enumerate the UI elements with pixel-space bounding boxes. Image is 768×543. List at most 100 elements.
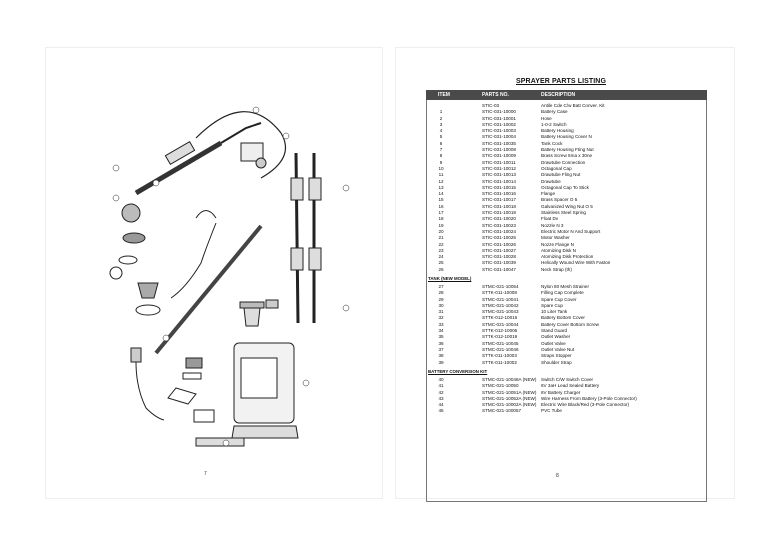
part-number-cell: STIC-031-10047 [482, 266, 516, 272]
description-cell: Nozzle N 3 [541, 222, 564, 228]
item-cell: 39 [438, 359, 444, 365]
battery-section-heading: BATTERY CONVERSION KIT [428, 369, 488, 374]
part-number-cell: STMC-021-10041 [482, 296, 519, 302]
description-cell: Brass Spacer O 5 [541, 197, 578, 203]
part-number-cell: STTK-011-10008 [482, 290, 517, 296]
part-number-cell: STIC-031-10024 [482, 228, 516, 234]
description-cell: Helically Wound Wire With Faston [541, 260, 611, 266]
part-number-cell: STMC-021-10050 [482, 383, 519, 389]
item-cell: 28 [438, 290, 444, 296]
description-cell: Wire Harness From Battery (3-Pole Connec… [541, 395, 637, 401]
description-cell: Battery Bottom Cover [541, 315, 585, 321]
table-row: 32 STTK-012-10016 Battery Bottom Cover [426, 315, 707, 321]
item-cell: 13 [438, 184, 444, 190]
item-cell: 29 [438, 296, 444, 302]
item-cell: 5 [439, 134, 443, 140]
item-cell: 37 [438, 346, 444, 352]
item-cell: 31 [438, 309, 444, 315]
item-cell: 36 [438, 340, 444, 346]
part-number-cell: STTK-012-10006 [482, 328, 518, 334]
description-cell: Galvanized Wing Nut O 5 [541, 203, 593, 209]
description-cell: Octagonal Cap [541, 165, 572, 171]
item-cell: 6 [439, 140, 443, 146]
description-cell: Stand Guard [541, 328, 568, 334]
description-cell: Battery Cover Bottom Screw [541, 321, 599, 327]
table-row: 23 STIC-031-10027 Atomizing Disk N [426, 248, 707, 254]
left-page-number: 7 [204, 471, 207, 477]
item-cell: 16 [438, 203, 444, 209]
item-cell: 17 [438, 210, 444, 216]
item-cell: 30 [438, 302, 444, 308]
item-cell: 12 [438, 178, 444, 184]
part-number-cell: STMC-021-100057 [482, 408, 522, 414]
description-cell: Atomizing Disk N [541, 247, 576, 253]
part-number-cell: STIC-031-10026 [482, 241, 516, 247]
part-number-cell: STIC-031-10020 [482, 216, 516, 222]
part-number-cell: STIC-031-10011 [482, 159, 516, 165]
part-number-cell: STTK-012-10016 [482, 315, 518, 321]
description-cell: Outlet Valve [541, 340, 566, 346]
part-number-cell: STIC-03 [482, 103, 500, 108]
description-cell: 1-0-2 Switch [541, 121, 567, 127]
part-number-cell: STIC-031-10015 [482, 184, 516, 190]
item-cell: 32 [438, 315, 444, 321]
description-cell: Electric Wire Black/Red (3-Pole Connecto… [541, 402, 630, 408]
item-cell: 23 [438, 247, 444, 253]
item-cell: 27 [438, 284, 444, 289]
item-cell: 25 [438, 260, 444, 266]
part-number-cell: STIC-031-10014 [482, 178, 516, 184]
part-number-cell: STIC-031-10012 [482, 165, 516, 171]
part-number-cell: STIC-031-10003 [482, 128, 516, 134]
table-row: 25 STIC-031-10039 Helically Wound Wire Wit… [426, 260, 707, 266]
part-number-cell: STMC-021-10002A (NEW) [482, 402, 537, 408]
description-cell: Brass Screw 5ma x 30ne [541, 153, 593, 159]
right-page-number: 8 [556, 473, 559, 479]
part-number-cell: STIC-031-10004 [482, 134, 516, 140]
description-cell: Tank Cock [541, 140, 563, 146]
description-cell: Nozze Flange N [541, 241, 574, 247]
item-cell: 26 [438, 266, 444, 272]
part-number-cell: STIC-031-10000 [482, 109, 516, 115]
part-number-cell: STIC-031-10025 [482, 235, 516, 241]
part-number-cell: STTK-011-10003 [482, 353, 517, 359]
description-cell: PVC Tube [541, 408, 562, 414]
part-number-cell: STIC-031-10013 [482, 172, 516, 178]
description-cell: Drawtube Fling Nut [541, 172, 581, 178]
part-number-cell: STIC-031-10039 [482, 260, 516, 266]
left-page: 7 [45, 47, 383, 499]
part-number-cell: STIC-031-10027 [482, 247, 516, 253]
part-number-cell: STIC-031-10019 [482, 210, 516, 216]
description-cell: Motor Washer [541, 235, 570, 241]
description-cell: Float Dv [541, 216, 559, 222]
description-cell: Flange [541, 191, 556, 197]
part-number-cell: STMC-021-10046 [482, 346, 519, 352]
exploded-parts-diagram [109, 106, 350, 447]
right-page: SPRAYER PARTS LISTING ITEM PARTS NO. DES… [395, 47, 735, 502]
item-cell: 35 [438, 334, 444, 340]
item-cell: 33 [438, 321, 444, 327]
part-number-cell: STTK-011-10002 [482, 359, 517, 365]
part-number-cell: STMC-021-10044 [482, 321, 519, 327]
